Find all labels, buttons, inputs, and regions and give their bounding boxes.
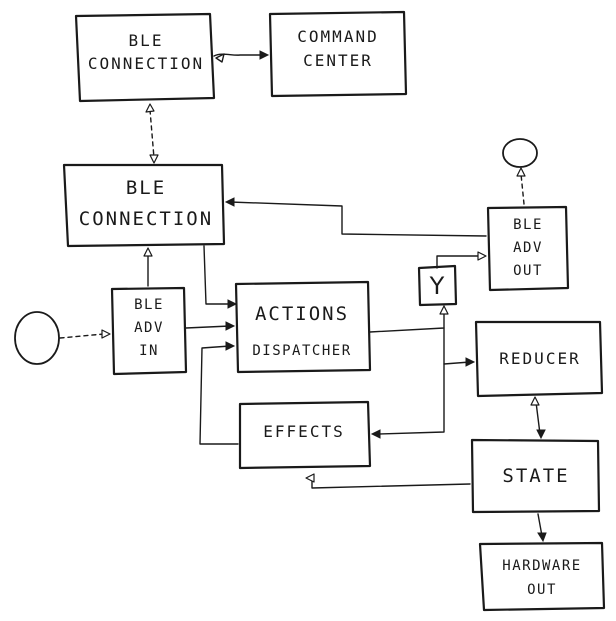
node-ble-connection-mid-line1: BLE xyxy=(126,177,166,199)
node-hardware-out-line2: OUT xyxy=(527,582,557,598)
start-node xyxy=(14,311,60,365)
edge-connection-top-mid xyxy=(145,103,159,164)
edge-dispatcher-merge xyxy=(369,305,449,333)
end-node xyxy=(502,138,538,168)
node-ble-adv-out-line2: ADV xyxy=(513,240,543,256)
node-ble-connection-top: BLE CONNECTION xyxy=(74,12,216,103)
node-command-center-line1: COMMAND xyxy=(297,27,378,46)
edge-adv-in-dispatcher xyxy=(185,321,236,331)
node-reducer-label: REDUCER xyxy=(499,349,580,368)
merge-y-icon: Y xyxy=(429,272,445,300)
node-actions-dispatcher: ACTIONS DISPATCHER xyxy=(234,280,372,374)
edge-merge-adv-out xyxy=(436,251,487,269)
edge-adv-in-connection xyxy=(143,247,153,287)
node-command-center: COMMAND CENTER xyxy=(268,10,408,98)
node-hardware-out-line1: HARDWARE xyxy=(502,558,581,574)
node-reducer: REDUCER xyxy=(474,320,604,398)
node-hardware-out: HARDWARE OUT xyxy=(478,541,606,612)
edge-connection-command-center xyxy=(213,50,270,63)
node-ble-connection-top-line1: BLE xyxy=(129,31,164,50)
node-ble-connection-mid: BLE CONNECTION xyxy=(62,163,226,248)
edge-adv-out-connection xyxy=(224,197,487,237)
node-actions-dispatcher-line1: ACTIONS xyxy=(255,303,349,325)
edge-reducer-state xyxy=(530,396,546,440)
node-effects-label: EFFECTS xyxy=(263,422,344,441)
edge-connection-dispatcher xyxy=(203,245,238,309)
node-state-label: STATE xyxy=(502,465,569,487)
node-ble-adv-out-line3: OUT xyxy=(513,263,543,279)
node-ble-connection-mid-line2: CONNECTION xyxy=(79,208,213,230)
node-ble-adv-out: BLE ADV OUT xyxy=(486,205,570,292)
node-ble-adv-in-line1: BLE xyxy=(134,297,164,313)
node-merge-symbol: Y xyxy=(417,264,458,307)
node-ble-connection-top-line2: CONNECTION xyxy=(88,54,204,73)
node-ble-adv-in: BLE ADV IN xyxy=(110,286,188,376)
edge-merge-effects xyxy=(370,363,445,439)
node-actions-dispatcher-line2: DISPATCHER xyxy=(252,343,351,359)
edge-merge-reducer xyxy=(443,327,476,367)
edge-effects-dispatcher xyxy=(199,341,239,445)
node-ble-adv-in-line3: IN xyxy=(139,343,159,359)
node-ble-adv-in-line2: ADV xyxy=(134,320,164,336)
node-effects: EFFECTS xyxy=(238,400,372,470)
node-command-center-line2: CENTER xyxy=(303,51,373,70)
node-state: STATE xyxy=(470,438,601,514)
node-ble-adv-out-line1: BLE xyxy=(513,217,543,233)
edge-start-adv-in xyxy=(59,329,111,339)
edge-adv-out-end xyxy=(516,167,526,205)
edge-state-hardware xyxy=(537,513,547,543)
edge-state-effects xyxy=(305,473,471,489)
